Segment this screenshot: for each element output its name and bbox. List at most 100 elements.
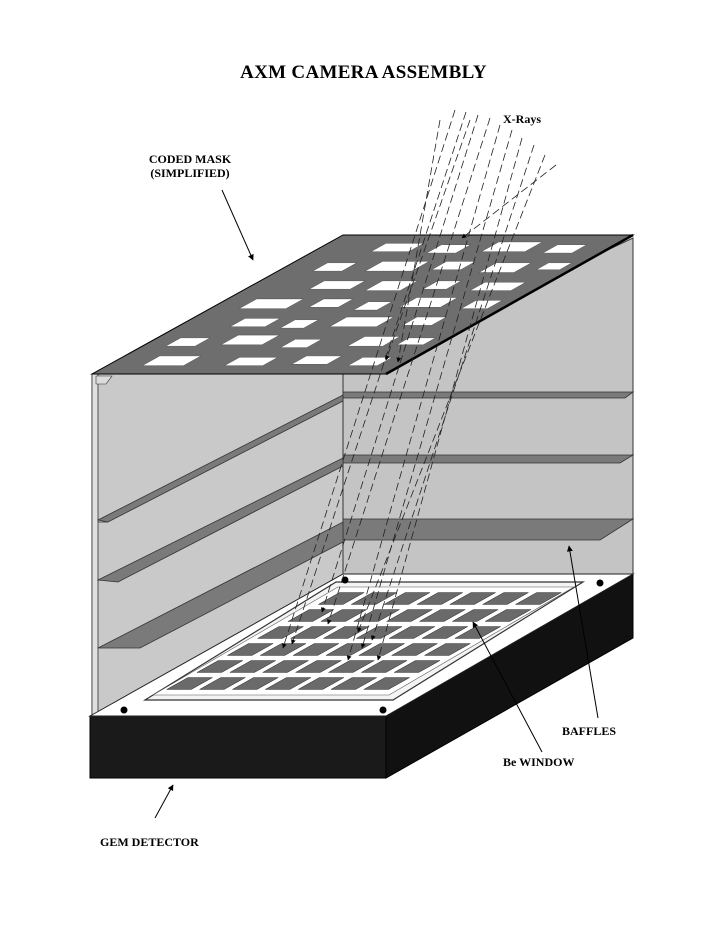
mask-hole [401, 316, 448, 326]
baffle-back-3 [342, 518, 635, 541]
be-window-cell [198, 677, 247, 690]
gem-detector-pointer [154, 784, 174, 819]
be-window-cell [383, 592, 431, 605]
mask-hole [535, 262, 573, 270]
mask-hole [347, 357, 393, 366]
be-window-cell [294, 660, 343, 673]
be-window-cell [259, 643, 307, 656]
be-window-cell [390, 643, 439, 656]
be-window-cell [421, 626, 469, 639]
mask-bracket [95, 375, 113, 385]
be-window-cell [352, 609, 401, 622]
x-ray-beam [357, 154, 546, 633]
mounting-hole [379, 706, 387, 714]
baffles-pointer [566, 545, 599, 719]
coded-mask-label: CODED MASK (SIMPLIFIED) [120, 152, 260, 180]
mask-hole [398, 297, 459, 308]
coded-mask-pointer [221, 189, 254, 261]
x-rays-label: X-Rays [503, 112, 541, 126]
be-window-cell [481, 592, 530, 605]
mask-hole [164, 337, 211, 347]
mask-hole [223, 357, 279, 366]
mask-hole [469, 282, 527, 291]
mask-hole [141, 355, 202, 366]
be-window-cell [385, 609, 434, 622]
gem-detector-label: GEM DETECTOR [100, 835, 199, 849]
be-window-cell [423, 643, 472, 656]
be-window-label: Be WINDOW [503, 755, 575, 769]
mask-hole [279, 319, 320, 329]
baffle-back-1 [342, 391, 635, 399]
mask-hole [290, 355, 343, 365]
detector-front [89, 715, 387, 779]
be-window-cell [165, 677, 214, 690]
mask-hole [308, 298, 354, 308]
be-window-cell [292, 643, 340, 656]
be-window-cell [362, 677, 411, 690]
x-ray-beam [396, 119, 441, 363]
page-title: AXM CAMERA ASSEMBLY [240, 62, 487, 83]
be-window-cell [256, 626, 305, 639]
x-ray-beam [282, 109, 456, 649]
baffles-label: BAFFLES [562, 724, 617, 738]
mask-hole [328, 316, 395, 327]
x-ray-beam [346, 124, 501, 661]
mounting-hole [341, 576, 349, 584]
mask-hole [220, 334, 281, 346]
mask-hole [308, 280, 366, 290]
mask-hole [311, 262, 358, 272]
mask-hole [396, 337, 437, 346]
be-window-cell [327, 660, 376, 673]
mask-hole [364, 280, 419, 291]
be-window-cell [325, 643, 373, 656]
be-window-cell [448, 592, 497, 605]
be-window-cell [514, 592, 563, 605]
x-ray-beam [385, 119, 471, 361]
x-ray-beam [360, 129, 513, 649]
be-window-cell [231, 677, 280, 690]
be-window-cell [330, 677, 378, 690]
mask-hole [279, 339, 323, 348]
baffle-back-2 [342, 454, 635, 464]
be-window-cell [360, 660, 409, 673]
be-window-cell [393, 660, 441, 673]
mask-hole [430, 261, 477, 270]
be-window-cell [289, 626, 338, 639]
be-window-cell [226, 643, 275, 656]
be-window-pointer [472, 621, 543, 753]
mounting-hole [120, 706, 128, 714]
mask-hole [542, 244, 588, 254]
be-window-cell [388, 626, 436, 639]
x-ray-beams [282, 109, 557, 661]
mask-hole [364, 261, 430, 272]
x-ray-beam [321, 114, 479, 613]
be-window-cell [287, 609, 335, 622]
mask-hole [480, 241, 544, 252]
mounting-hole [596, 579, 604, 587]
be-window-cell [357, 643, 406, 656]
coded-mask-label-line1: CODED MASK [148, 152, 232, 166]
be-window-cell [418, 609, 467, 622]
coded-mask-label-line2: (SIMPLIFIED) [150, 166, 230, 180]
x-ray-beam [376, 137, 523, 661]
be-window-cell [261, 660, 310, 673]
x-ray-beam [371, 144, 535, 641]
be-window-cell [451, 609, 500, 622]
be-window-cell [416, 592, 464, 605]
mask-hole [352, 301, 393, 311]
left-wall-edge [91, 373, 99, 717]
be-window-cell [264, 677, 312, 690]
be-window-cell [317, 592, 366, 605]
be-window-cell [453, 626, 502, 639]
baffle-left-2 [96, 457, 344, 583]
x-ray-beam [327, 117, 491, 625]
be-window-cell [319, 609, 368, 622]
be-window-cell [228, 660, 277, 673]
x-ray-beam [291, 111, 467, 645]
mask-hole [422, 280, 462, 290]
baffle-left-3 [97, 521, 344, 649]
mask-hole [346, 336, 401, 347]
be-window-cells [165, 592, 563, 690]
be-window-cell [484, 609, 532, 622]
